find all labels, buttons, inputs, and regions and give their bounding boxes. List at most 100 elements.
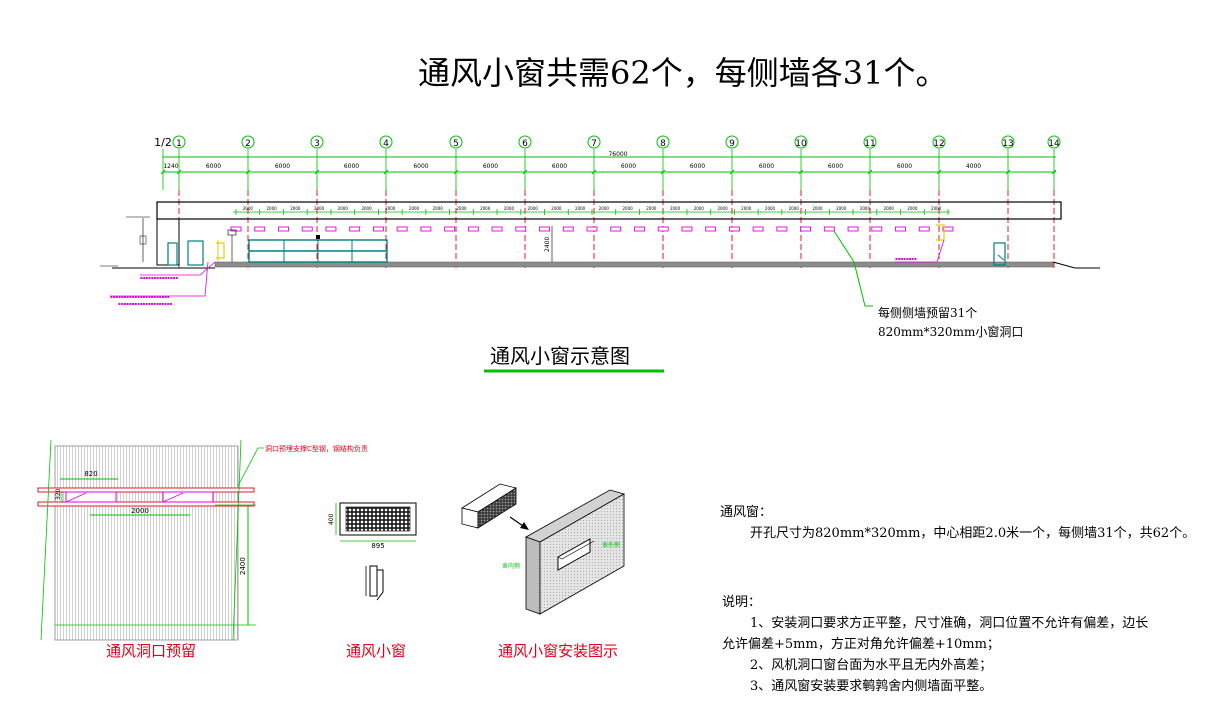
axis-bubble [656, 135, 670, 149]
window-opening [325, 226, 337, 232]
caption-install: 通风小窗安装图示 [498, 642, 619, 660]
axis-bubble [794, 135, 808, 149]
bay-dim-label: 6000 [828, 163, 843, 170]
elevation-callout: 每侧侧墙预留31个 820mm*320mm小窗洞口 [878, 304, 1023, 342]
bay-dim-label: 6000 [897, 163, 912, 170]
spacing-label: 2000 [860, 206, 871, 211]
axis-bubble [379, 135, 393, 149]
caption-opening: 通风洞口预留 [106, 642, 197, 660]
page-title: 通风小窗共需62个，每侧墙各31个。 [418, 54, 948, 92]
window-opening [728, 226, 740, 232]
window-opening [942, 226, 954, 232]
window-opening [420, 226, 432, 232]
opening-detail: 820 320 2000 2400 洞口预埋支撑C型钢，钢结构负责 [37, 439, 368, 641]
bay-dim-label: 6000 [413, 163, 428, 170]
window-opening [800, 226, 812, 232]
spacing-label: 2000 [765, 206, 776, 211]
axis-label: 14 [1048, 139, 1060, 149]
axis-bubble [449, 135, 463, 149]
ground-line-right [1052, 261, 1100, 269]
bay-dim-label: 6000 [759, 163, 774, 170]
window-detail: 895 400 [328, 502, 417, 601]
axis-label: 8 [660, 139, 666, 149]
spacing-label: 2000 [670, 206, 681, 211]
spacing-label: 2000 [433, 206, 444, 211]
door-right [993, 242, 1006, 266]
opening-right [162, 491, 214, 503]
window-openings-row [230, 226, 954, 232]
spacing-label: 2000 [385, 206, 396, 211]
label-outside: 舍外侧 [602, 541, 620, 549]
spacing-label: 2000 [907, 206, 918, 211]
door-left-1 [167, 242, 178, 266]
window-grille [345, 506, 411, 532]
remark-line-3: 2、风机洞口窗台面为水平且无内外高差； [750, 658, 993, 673]
window-opening [776, 226, 788, 232]
axis-bubble [587, 135, 601, 149]
opening-width-dim: 820 [84, 470, 97, 478]
spacing-label: 2000 [551, 206, 562, 211]
spacing-label: 2000 [575, 206, 586, 211]
window-opening [372, 226, 384, 232]
bay-dim-label: 1240 [163, 163, 178, 170]
axis-bubble [1001, 135, 1015, 149]
install-detail: 舍内侧 舍外侧 [460, 483, 626, 615]
spacing-label: 2000 [884, 206, 895, 211]
window-opening [515, 226, 527, 232]
spec-line: 开孔尺寸为820mm*320mm，中心相距2.0米一个，每侧墙31个，共62个。 [750, 526, 1196, 541]
axis-label: 1/2 [154, 136, 172, 149]
spec-heading: 通风窗： [720, 505, 773, 520]
caption-window: 通风小窗 [346, 642, 407, 660]
window-opening [823, 226, 835, 232]
height-dimension: 2400 [544, 237, 551, 252]
spacing-label: 2000 [741, 206, 752, 211]
window-opening [752, 226, 764, 232]
axis-bubble [172, 135, 186, 149]
spacing-label: 2000 [694, 206, 705, 211]
window-opening [657, 226, 669, 232]
window-opening [491, 226, 503, 232]
opening-note: 洞口预埋支撑C型钢，钢结构负责 [265, 444, 368, 453]
opening-left [65, 491, 117, 503]
window-opening [467, 226, 479, 232]
spacing-label: 2000 [528, 206, 539, 211]
bay-dim-label: 6000 [621, 163, 636, 170]
axis-label: 10 [795, 139, 807, 149]
window-opening [278, 226, 289, 232]
opening-spacing-dim: 2000 [131, 507, 149, 515]
window-opening [610, 226, 622, 232]
window-opening [349, 226, 361, 232]
spacing-label: 2000 [931, 206, 942, 211]
spacing-label: 2000 [361, 206, 372, 211]
bay-dim-label: 6000 [344, 163, 359, 170]
spec-block: 通风窗： 开孔尺寸为820mm*320mm，中心相距2.0米一个，每侧墙31个，… [720, 502, 1195, 544]
svg-text:▪▪▪▪▪▪▪▪: ▪▪▪▪▪▪▪▪ [895, 256, 917, 261]
remark-line-1: 1、安装洞口要求方正平整，尺寸准确，洞口位置不允许有偏差，边长 [750, 616, 1149, 631]
window-spacing-dims: 2000 2000 2000 2000 2000 2000 2000 2000 2000 2000… [235, 206, 949, 215]
bay-dim-label: 6000 [690, 163, 705, 170]
axis-label: 5 [453, 139, 459, 149]
roof-band [156, 201, 1062, 220]
remarks-heading: 说明： [722, 595, 762, 610]
window-opening [444, 226, 456, 232]
window-opening [895, 226, 906, 232]
axis-bubble [1047, 135, 1061, 149]
window-section [369, 565, 378, 597]
spacing-label: 2000 [789, 206, 800, 211]
axis-label: 6 [522, 139, 528, 149]
spacing-label: 2000 [599, 206, 610, 211]
axis-bubble [241, 135, 255, 149]
spacing-label: 2000 [480, 206, 491, 211]
spacing-label: 2000 [409, 206, 420, 211]
spacing-label: 2000 [314, 206, 325, 211]
bay-dim-label: 6000 [206, 163, 221, 170]
window-opening [705, 226, 717, 232]
callout-line-2: 820mm*320mm小窗洞口 [878, 325, 1024, 339]
axis-bubble [725, 135, 739, 149]
spacing-label: 2000 [717, 206, 728, 211]
floor-strip [214, 261, 1054, 268]
window-width-dim: 895 [371, 542, 384, 550]
window-opening [562, 226, 574, 232]
